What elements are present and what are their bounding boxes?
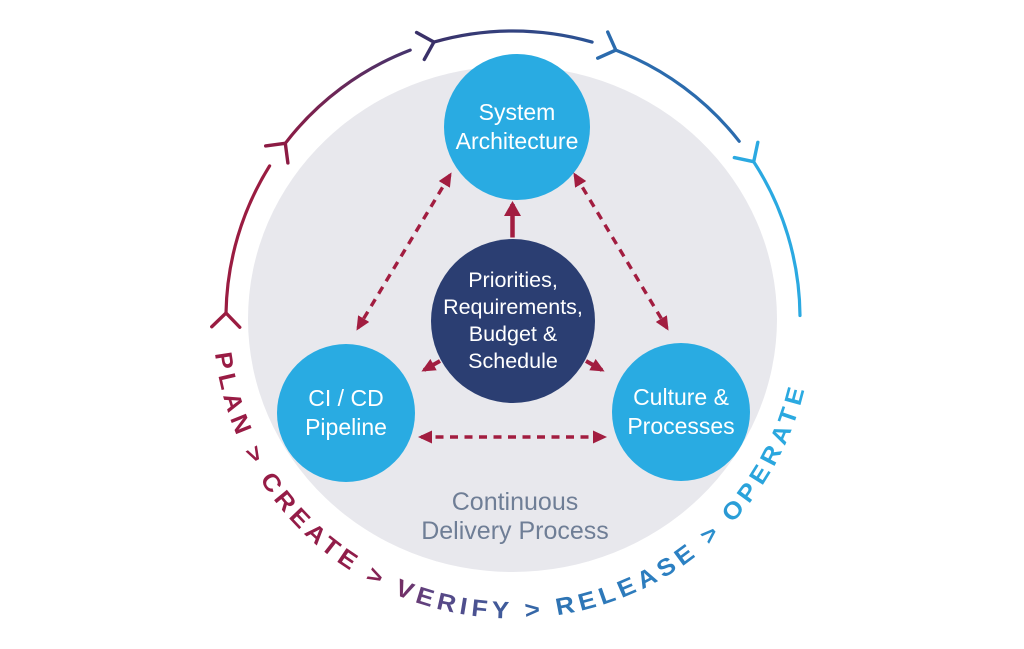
arrow-center-to-cicd-pipeline xyxy=(421,358,441,372)
cycle-arc-right-cyan xyxy=(732,140,802,318)
node-culture-processes-label: Culture & Processes xyxy=(627,384,735,439)
dashed-arrow-system-architecture-cicd xyxy=(356,172,452,331)
node-system-architecture: System Architecture xyxy=(444,54,590,200)
node-cicd-pipeline-label: CI / CD Pipeline xyxy=(305,385,387,440)
node-culture-processes: Culture & Processes xyxy=(612,343,750,481)
node-system-architecture-label: System Architecture xyxy=(455,99,579,154)
dashed-arrow-system-architecture-culture xyxy=(573,172,669,331)
ring-title: Continuous Delivery Process xyxy=(421,488,609,546)
arrow-center-to-culture-processes xyxy=(585,358,605,372)
cycle-text-path xyxy=(215,349,812,618)
node-priorities-requirements: Priorities, Requirements, Budget & Sched… xyxy=(431,239,595,403)
cycle-text: PLAN > CREATE > VERIFY > RELEASE > OPERA… xyxy=(209,350,812,625)
cycle-arc-upper-right-blue xyxy=(596,30,741,143)
cycle-arc-top-navy xyxy=(414,29,594,62)
cycle-arc-left-maroon xyxy=(210,164,272,329)
cycle-label: PLAN > CREATE > VERIFY > RELEASE > OPERA… xyxy=(209,350,807,625)
node-priorities-requirements-label: Priorities, Requirements, Budget & Sched… xyxy=(443,267,583,374)
node-cicd-pipeline: CI / CD Pipeline xyxy=(277,344,415,482)
cycle-arc-upper-left-purple xyxy=(263,48,412,165)
